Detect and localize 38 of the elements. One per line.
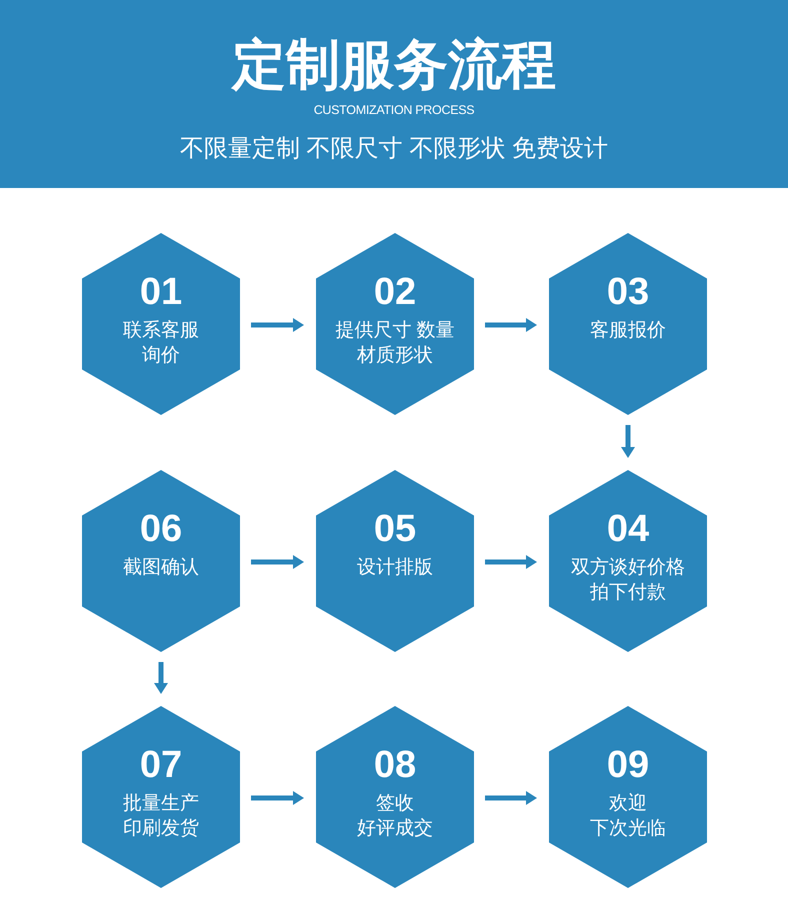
step-number: 05 [374, 510, 416, 548]
step-label: 提供尺寸 数量材质形状 [335, 319, 455, 368]
step-hexagon [549, 706, 707, 888]
arrow [485, 791, 537, 805]
title: 定制服务流程 [232, 35, 556, 95]
step-hexagon [316, 706, 474, 888]
step-number: 08 [374, 746, 416, 784]
arrow [485, 555, 537, 569]
arrow [251, 555, 304, 569]
step-label: 截图确认 [123, 556, 199, 580]
step-label: 签收好评成交 [357, 792, 433, 841]
arrow [485, 318, 537, 332]
step-hexagon [549, 233, 707, 415]
arrow [154, 662, 168, 694]
step-label: 双方谈好价格拍下付款 [571, 556, 685, 605]
step-number: 04 [606, 510, 650, 548]
step-hexagon [82, 706, 240, 888]
step-label: 设计排版 [357, 556, 433, 580]
tagline: 不限量定制 不限尺寸 不限形状 免费设计 [180, 134, 608, 164]
step-number: 03 [606, 273, 650, 311]
step-number: 01 [140, 273, 182, 311]
step-hexagon [82, 233, 240, 415]
step-number: 02 [374, 273, 416, 311]
step-label: 欢迎下次光临 [590, 792, 666, 841]
subtitle: CUSTOMIZATION PROCESS [314, 102, 474, 118]
step-number: 09 [606, 746, 650, 784]
step-number: 06 [140, 510, 182, 548]
step-hexagon [82, 470, 240, 652]
step-hexagon [316, 470, 474, 652]
step-hexagon [316, 233, 474, 415]
step-number: 07 [140, 746, 182, 784]
step-hexagon [549, 470, 707, 652]
step-label: 批量生产印刷发货 [123, 792, 199, 841]
step-label: 联系客服询价 [123, 319, 199, 368]
arrow [621, 425, 635, 458]
arrow [251, 318, 304, 332]
arrow [251, 791, 304, 805]
step-label: 客服报价 [590, 319, 666, 343]
